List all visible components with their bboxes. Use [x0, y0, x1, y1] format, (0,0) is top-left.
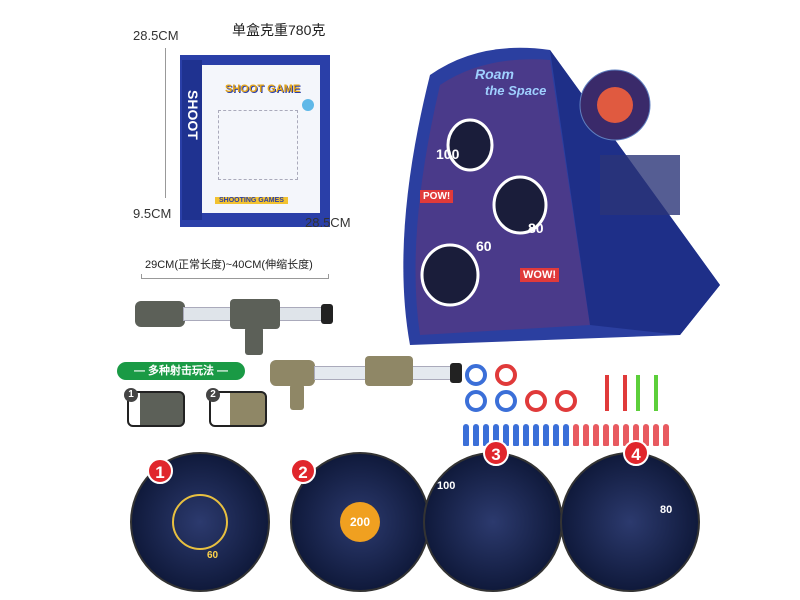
- box-weight-label: 单盒克重780克: [232, 22, 326, 38]
- sticky-ball: [495, 364, 517, 386]
- target-number-3: 3: [483, 440, 509, 466]
- box-footer: SHOOTING GAMES: [215, 197, 288, 204]
- target-score: 60: [207, 550, 219, 561]
- space-tent: [403, 47, 720, 346]
- target-number-4: 4: [623, 440, 649, 466]
- target-board-3: 100: [423, 452, 563, 592]
- box-height-label: 28.5CM: [133, 28, 179, 43]
- gun-outline-image: [218, 110, 298, 180]
- target-number-1: 1: [147, 458, 173, 484]
- target-score: 80: [660, 504, 673, 516]
- mode-number-1: 1: [124, 388, 138, 402]
- tent-score-100: 100: [436, 146, 460, 162]
- gun-length-label: 29CM(正常长度)~40CM(伸缩长度): [145, 259, 313, 271]
- tent-score-60: 60: [476, 238, 492, 254]
- ball-icon: [302, 99, 314, 111]
- sticky-ball: [465, 390, 487, 412]
- sticky-ball: [465, 364, 487, 386]
- box-depth-label: 9.5CM: [133, 206, 172, 221]
- tent-score-80: 80: [528, 220, 544, 236]
- tent-pow: POW!: [420, 190, 454, 203]
- sticky-ball: [525, 390, 547, 412]
- target-board-2: 200: [290, 452, 430, 592]
- foam-darts-row: [463, 424, 673, 448]
- gun-khaki: [270, 352, 465, 412]
- gun-gray: [135, 295, 335, 355]
- sticky-ball: [555, 390, 577, 412]
- target-board-4: 80: [560, 452, 700, 592]
- sticky-darts-green: [636, 375, 658, 411]
- box-width-label: 28.5CM: [305, 215, 351, 230]
- length-bracket: [141, 274, 329, 279]
- target-score: 100: [437, 480, 456, 492]
- height-line: [165, 48, 166, 198]
- sticky-darts-red: [605, 375, 627, 411]
- tent-title-2: the Space: [485, 83, 547, 98]
- target-number-2: 2: [290, 458, 316, 484]
- tent-wow: WOW!: [520, 268, 559, 282]
- target-score: 200: [340, 502, 380, 542]
- box-logo: SHOOT GAME: [225, 83, 301, 95]
- box-side-text: SHOOT: [185, 90, 201, 140]
- play-modes-banner: — 多种射击玩法 —: [117, 362, 245, 380]
- tent-title-1: Roam: [475, 66, 514, 82]
- product-box: SHOOT GAME SHOOTING GAMES: [180, 55, 330, 227]
- sticky-ball: [495, 390, 517, 412]
- mode-number-2: 2: [206, 388, 220, 402]
- box-side: SHOOT: [182, 60, 202, 220]
